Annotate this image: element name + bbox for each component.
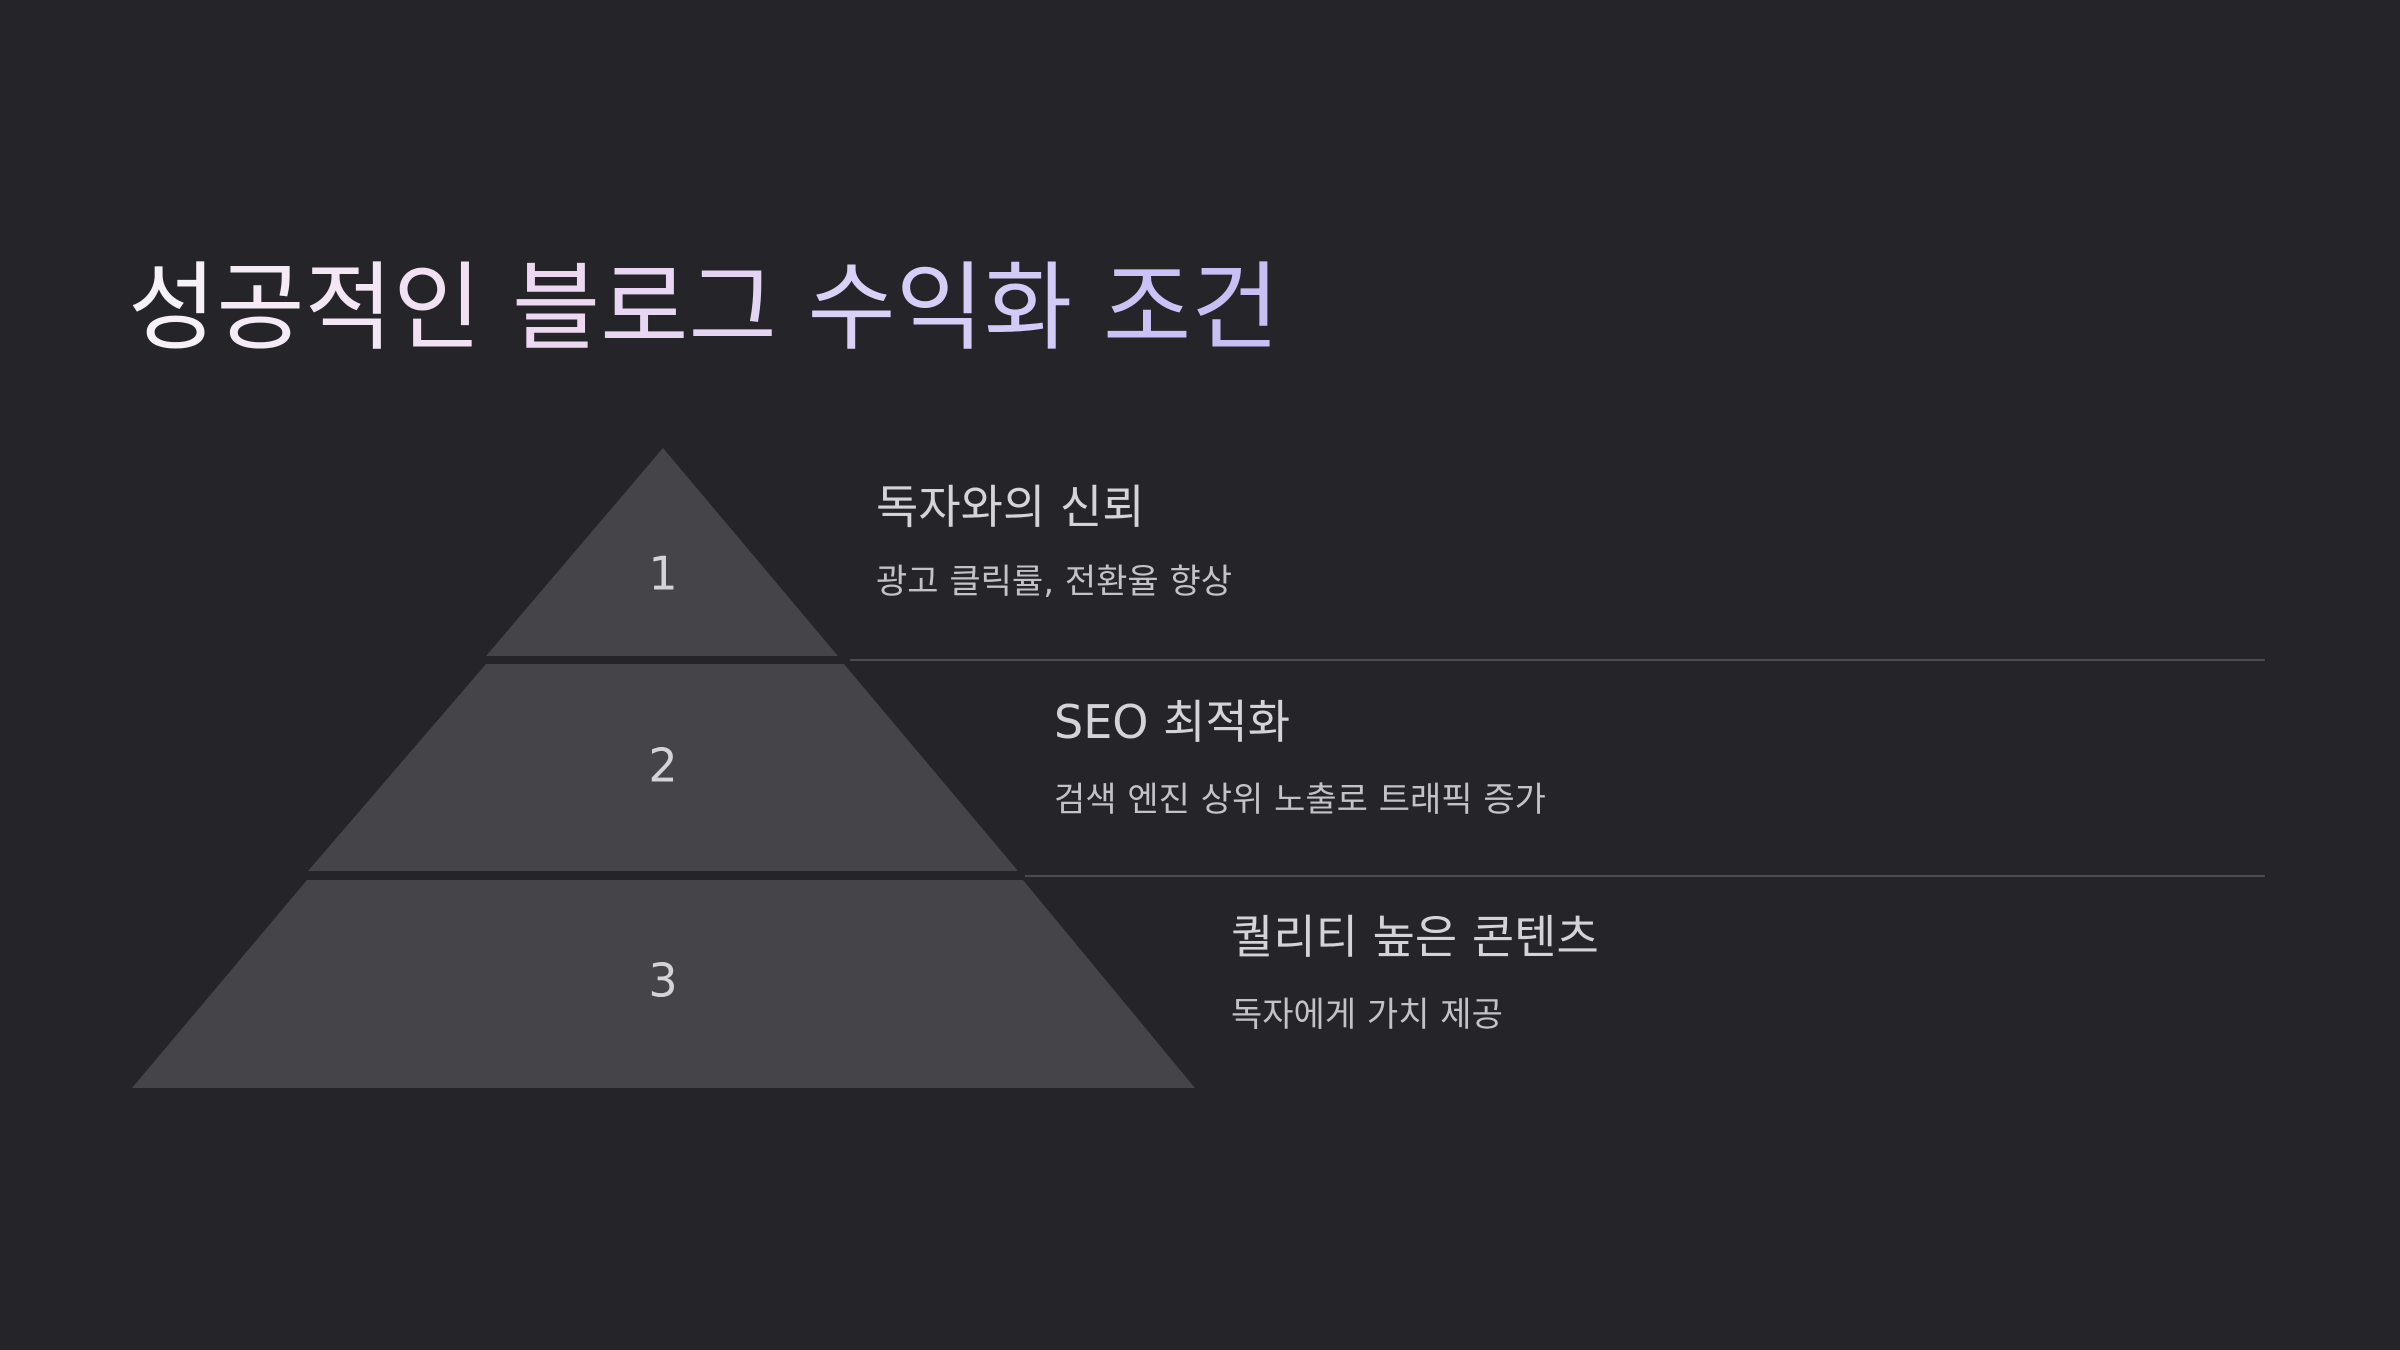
tier-3-heading: 퀄리티 높은 콘텐츠	[1231, 910, 1599, 964]
tier-3-description: 독자에게 가치 제공	[1231, 995, 1503, 1035]
title-char: 블	[511, 252, 601, 364]
pyramid-tier-1	[486, 448, 838, 656]
pyramid-tier-2	[308, 664, 1018, 871]
title-char: 조	[1102, 252, 1192, 364]
tier-1-description: 광고 클릭률, 전환율 향상	[876, 562, 1233, 602]
title-char: 적	[304, 252, 393, 364]
title-char: 건	[1191, 252, 1280, 364]
separator-line	[850, 659, 2265, 661]
title-char: 익	[895, 252, 984, 364]
title-char: 화	[983, 252, 1073, 364]
title-char: 그	[688, 252, 777, 364]
tier-3-number: 3	[648, 954, 677, 1008]
title-char: 공	[216, 252, 305, 364]
tier-2-heading: SEO 최적화	[1054, 695, 1291, 749]
tier-1-heading: 독자와의 신뢰	[876, 480, 1145, 534]
page-title: 성공적인 블로그 수익화 조건	[128, 252, 1280, 364]
title-char: 수	[807, 252, 896, 364]
title-char: 인	[392, 252, 482, 364]
pyramid-tier-3	[132, 880, 1195, 1088]
title-char: 로	[600, 252, 689, 364]
title-char: 성	[128, 252, 217, 364]
tier-1-number: 1	[648, 547, 677, 601]
tier-2-description: 검색 엔진 상위 노출로 트래픽 증가	[1054, 780, 1546, 820]
separator-line	[1025, 875, 2265, 877]
tier-2-number: 2	[648, 739, 677, 793]
